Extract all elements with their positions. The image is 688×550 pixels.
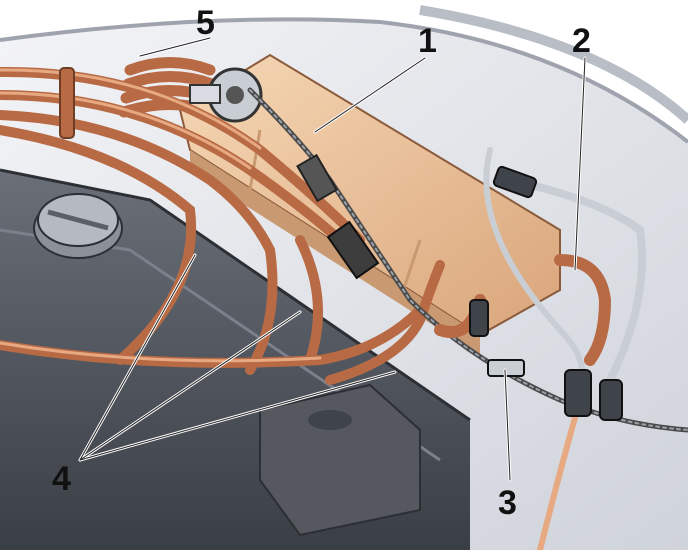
hose-clamp bbox=[59, 67, 75, 139]
callout-1: 1 bbox=[418, 22, 437, 60]
oil-filler-cap bbox=[33, 193, 123, 259]
callout-5: 5 bbox=[196, 4, 215, 42]
connectors bbox=[469, 165, 623, 421]
leader-lines-outline bbox=[79, 37, 586, 481]
callout-4: 4 bbox=[52, 460, 71, 498]
adsorber-canister bbox=[178, 53, 561, 355]
callout-2: 2 bbox=[572, 22, 591, 60]
hose-bundle-highlights bbox=[0, 68, 322, 363]
throttle-cable bbox=[247, 87, 688, 433]
callout-3: 3 bbox=[498, 484, 517, 522]
